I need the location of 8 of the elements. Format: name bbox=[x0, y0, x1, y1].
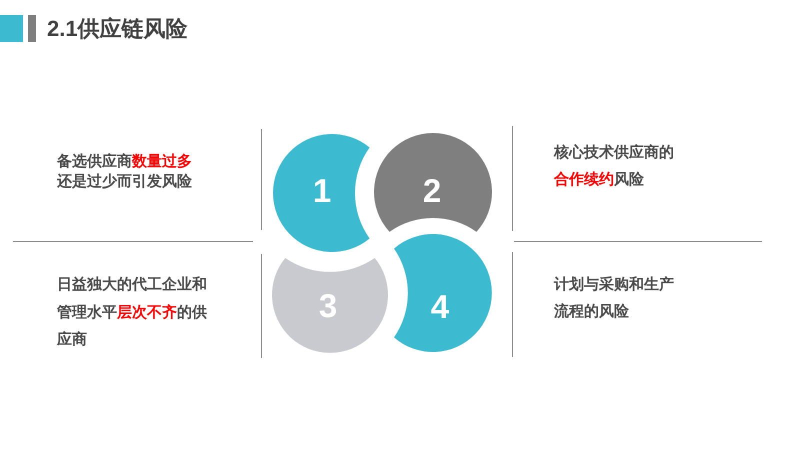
step-number: 4 bbox=[430, 290, 450, 324]
slide-title: 2.1供应链风险 bbox=[47, 15, 188, 43]
description-text: 计划与采购和生产流程的风险 bbox=[554, 275, 675, 322]
step-number: 1 bbox=[312, 174, 332, 208]
description-text: 日益独大的代工企业和管理水平层次不齐的供应商 bbox=[57, 275, 208, 350]
description-text: 核心技术供应商的合作续约风险 bbox=[554, 143, 675, 190]
description-text: 备选供应商数量过多还是过少而引发风险 bbox=[57, 152, 193, 192]
step-number: 2 bbox=[422, 174, 442, 208]
